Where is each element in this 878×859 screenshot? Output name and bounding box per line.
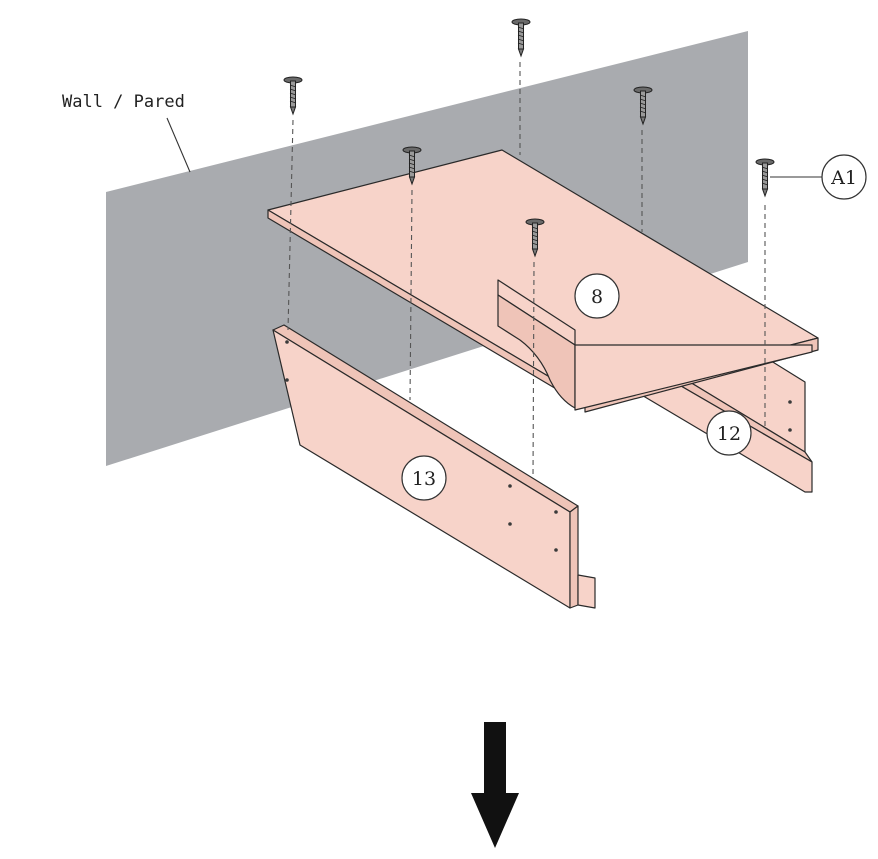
part-badge-12 xyxy=(706,410,752,456)
part-badge-13 xyxy=(401,455,447,501)
screw-callout-label: A1 xyxy=(830,167,857,189)
arrow-down-icon xyxy=(471,722,519,848)
screw-callout-circle xyxy=(821,154,867,200)
part-number-12: 12 xyxy=(717,423,741,445)
top-board-part-8 xyxy=(267,149,819,413)
wall-label-leader xyxy=(166,117,191,173)
part-badge-8 xyxy=(574,273,620,319)
screw-icon xyxy=(283,76,303,115)
screw-icon xyxy=(511,18,531,57)
screw-guide-lines xyxy=(287,62,766,479)
wall-label: Wall / Pared xyxy=(62,92,185,112)
part-number-13: 13 xyxy=(412,468,436,490)
part-number-8: 8 xyxy=(591,286,603,308)
